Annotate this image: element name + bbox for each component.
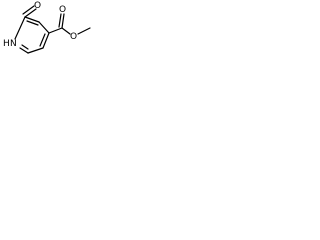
bond-cester-osingle: [61, 27, 71, 35]
molecule-diagram: O H N O O: [0, 0, 92, 66]
bond-c2-o-b: [22, 5, 35, 15]
structure-svg: O H N O O: [3, 1, 91, 54]
bond-c4-c5: [42, 32, 50, 49]
bond-osingle-methyl: [77, 27, 91, 35]
atom-n-ring: N: [10, 39, 17, 49]
atom-o-ring-carbonyl: O: [34, 1, 41, 11]
bond-c4-c5-inner: [39, 33, 46, 47]
bond-c5-c6: [27, 47, 44, 54]
bond-n1-c2: [14, 16, 26, 40]
atom-o-ester-single: O: [70, 32, 77, 42]
bond-c6-n1: [19, 47, 29, 54]
atom-h-ring: H: [3, 39, 10, 49]
bond-cester-o-b: [58, 13, 62, 28]
bond-c3-c4: [38, 21, 50, 34]
bond-c6-n1-inner: [21, 44, 29, 50]
bond-c4-cester: [48, 27, 63, 34]
bond-cester-o-a: [61, 13, 65, 29]
bond-c2-o-a: [24, 8, 37, 18]
atom-o-ester-carbonyl: O: [59, 5, 66, 15]
bond-c2-c3: [24, 16, 40, 23]
bond-c2-c3-inner: [26, 20, 39, 26]
